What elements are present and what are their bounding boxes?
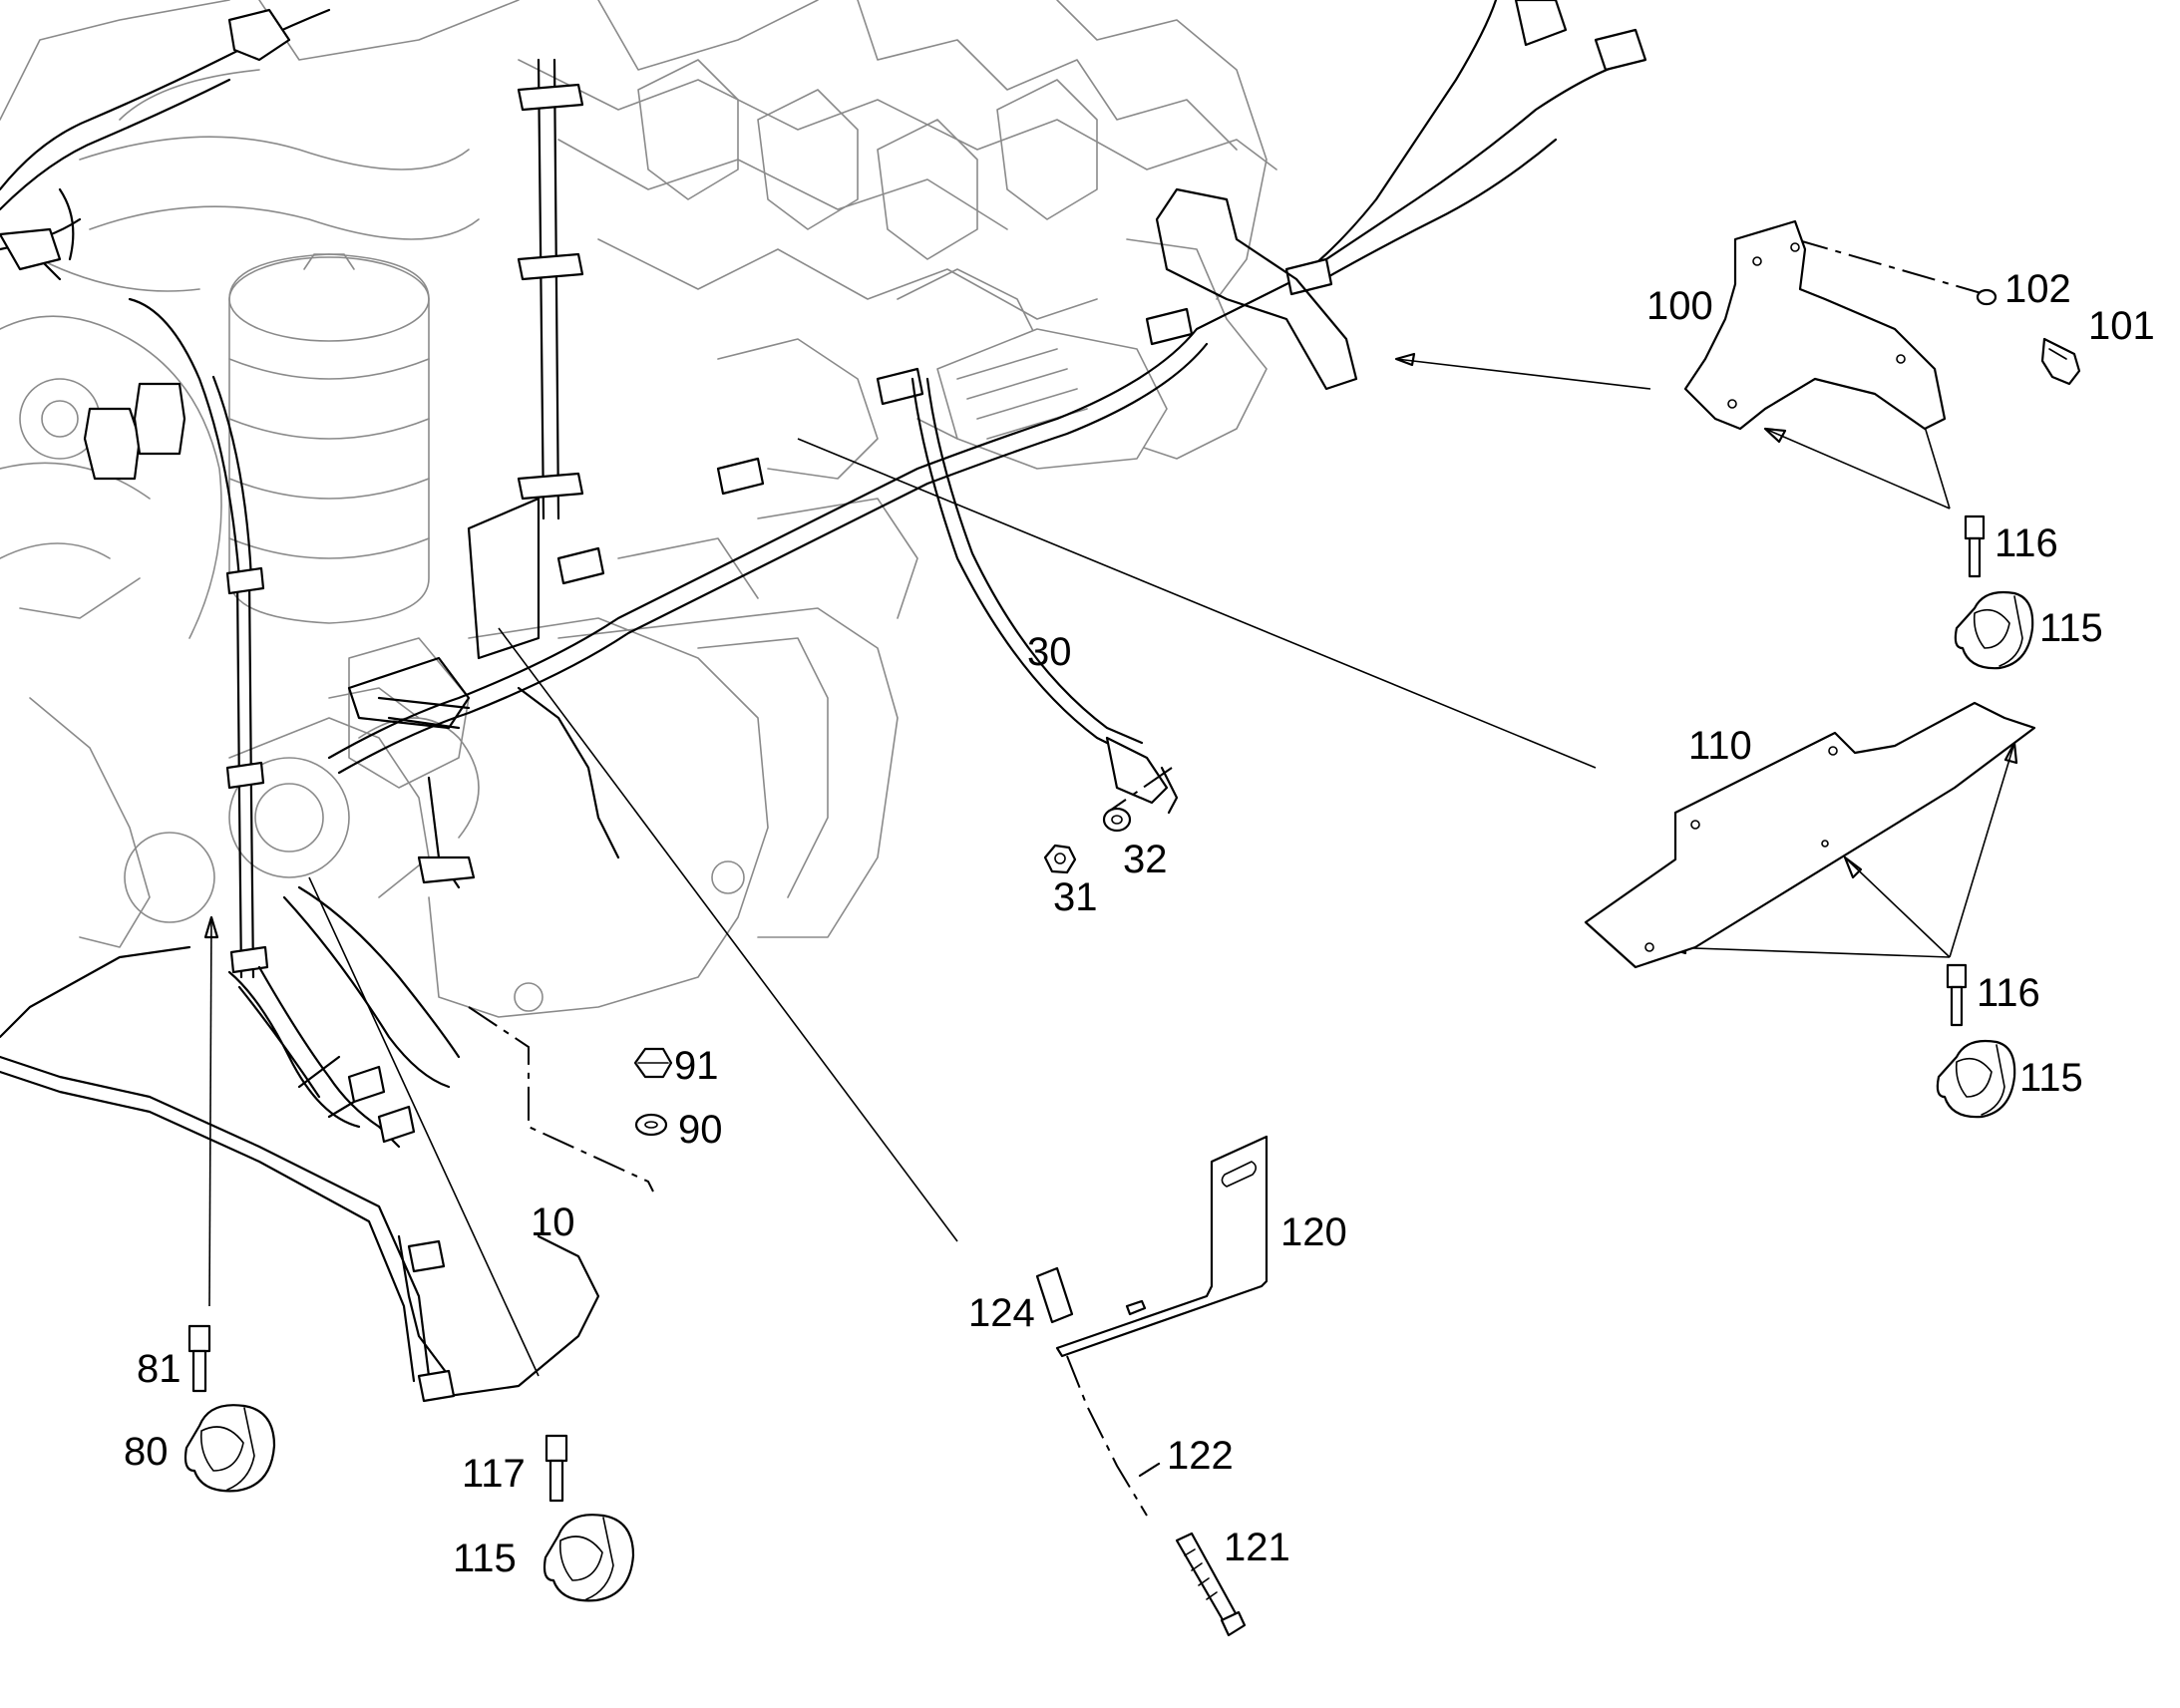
callout-81: 81 (137, 1347, 182, 1391)
assembly-axis-lines (468, 238, 1986, 1517)
callout-117: 117 (462, 1452, 526, 1496)
callout-30: 30 (1027, 630, 1072, 674)
engine-illustration (0, 0, 1277, 1018)
callout-90: 90 (678, 1108, 723, 1152)
battery-cable-30 (910, 377, 1179, 815)
screw-116-bottom (1946, 963, 1968, 1027)
washer-90 (634, 1113, 668, 1137)
callout-120: 120 (1280, 1210, 1347, 1254)
callout-100: 100 (1646, 284, 1713, 328)
bracket-100 (1683, 219, 1947, 431)
callout-31: 31 (1053, 875, 1098, 919)
callout-80: 80 (124, 1430, 169, 1474)
washer-102 (1976, 288, 1998, 306)
washer-122 (1138, 1462, 1161, 1478)
callout-10: 10 (531, 1200, 575, 1244)
callout-116-bottom: 116 (1977, 971, 2040, 1015)
callout-115-bottom: 115 (453, 1537, 517, 1580)
clip-124 (1035, 1266, 1074, 1324)
clamp-115-bottom (543, 1514, 635, 1602)
nut-31 (1043, 844, 1077, 874)
callout-32: 32 (1123, 838, 1168, 881)
callout-labels: 100 102 101 116 115 30 110 32 31 116 115… (124, 267, 2155, 1580)
clamp-115-top (1954, 590, 2034, 670)
callout-122: 122 (1167, 1434, 1234, 1478)
leader-lines (203, 352, 2018, 1377)
plate-110 (1584, 701, 2036, 969)
callout-91: 91 (674, 1044, 719, 1088)
callout-110: 110 (1688, 724, 1752, 768)
callout-124: 124 (968, 1291, 1035, 1335)
screw-116-top (1964, 514, 1986, 578)
nut-91 (633, 1047, 673, 1079)
callout-115-right: 115 (2019, 1056, 2083, 1100)
screw-101 (2040, 337, 2081, 386)
callout-115-top: 115 (2039, 606, 2103, 650)
callout-102: 102 (2004, 267, 2071, 311)
clamp-80 (183, 1404, 276, 1493)
screw-81 (187, 1324, 211, 1393)
callout-116-top: 116 (1995, 521, 2058, 565)
washer-32 (1102, 807, 1132, 833)
bracket-120 (1055, 1135, 1269, 1358)
bolt-121 (1175, 1532, 1247, 1637)
callout-121: 121 (1224, 1526, 1290, 1569)
screw-117 (545, 1434, 568, 1503)
callout-101: 101 (2088, 304, 2155, 348)
wiring-harness-10 (0, 0, 1647, 1403)
clamp-115-right (1936, 1039, 2016, 1119)
